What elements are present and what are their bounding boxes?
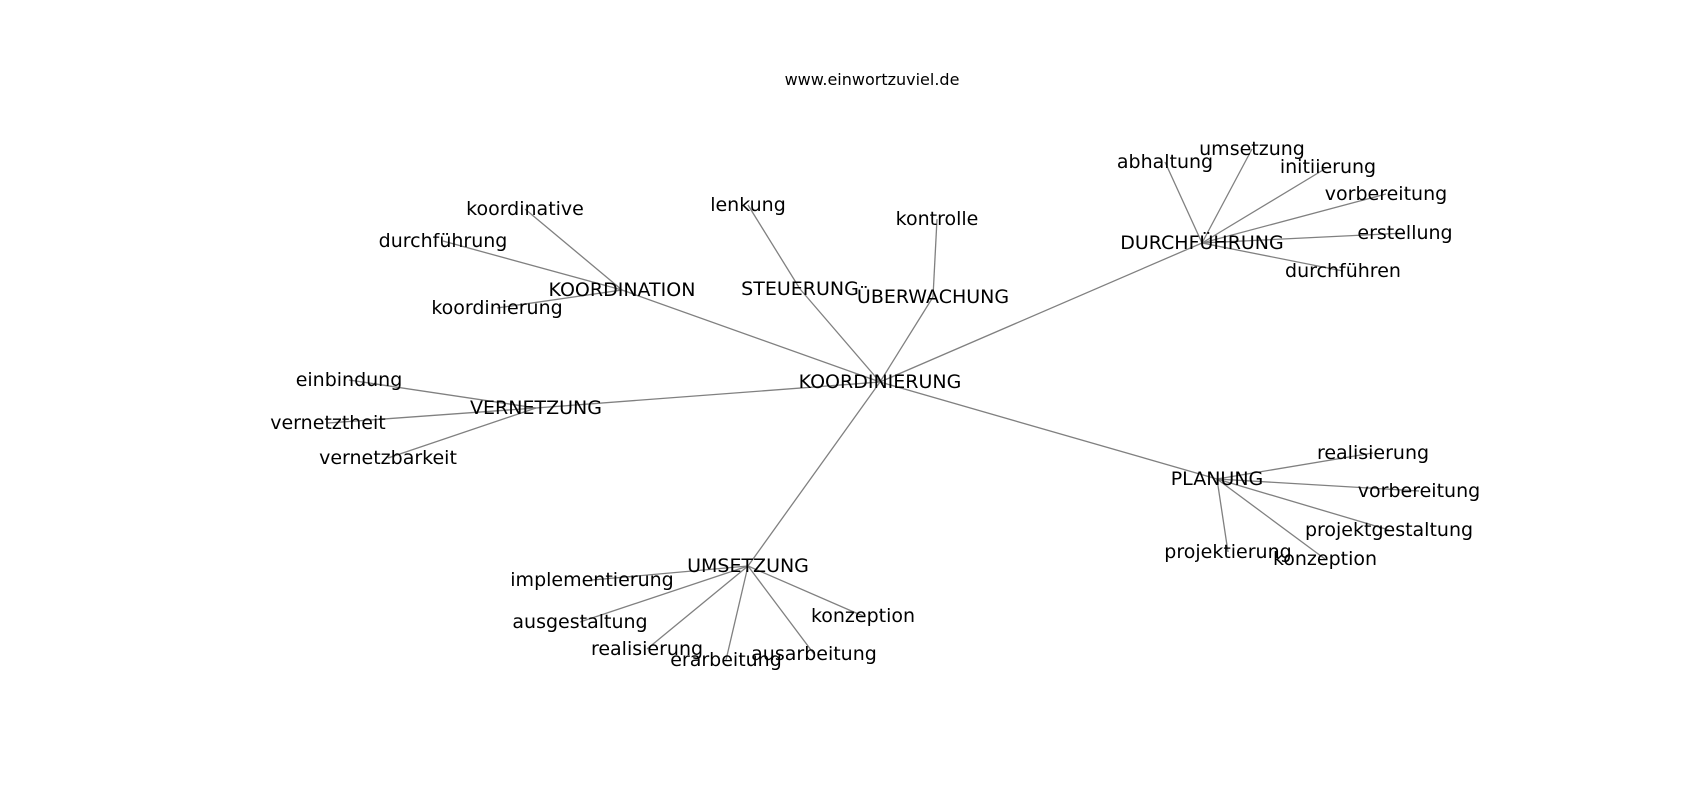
edge-koordinierung-ueberwachung [879, 296, 934, 383]
node-label-projektgestaltung: projektgestaltung [1305, 519, 1473, 541]
edge-durchfuehrung-umsetzung_leaf [1201, 148, 1253, 244]
node-label-durchfuehrung-leaf: durchführung [379, 230, 508, 252]
node-label-koordination: KOORDINATION [549, 279, 696, 301]
edge-koordination-koordinierung_leaf [496, 289, 623, 309]
node-label-einbindung: einbindung [296, 369, 403, 391]
edge-vernetzung-einbindung [348, 379, 537, 409]
node-label-durchfuehren: durchführen [1285, 260, 1401, 282]
edge-koordinierung-koordination [621, 289, 881, 383]
edge-umsetzung-erarbeitung [725, 565, 749, 661]
edge-umsetzung-implementierung [591, 565, 749, 581]
edge-durchfuehrung-abhaltung [1164, 161, 1203, 244]
node-label-vernetzung: VERNETZUNG [470, 397, 602, 419]
node-label-kontrolle: kontrolle [896, 208, 979, 230]
edge-durchfuehrung-vorbereitung_d [1201, 193, 1387, 244]
edge-ueberwachung-kontrolle [932, 218, 938, 298]
node-label-vernetzbarkeit: vernetzbarkeit [319, 447, 457, 469]
edge-koordinierung-steuerung [799, 288, 881, 383]
edge-umsetzung-ausarbeitung [747, 565, 815, 655]
edge-steuerung-lenkung [747, 204, 801, 290]
edge-koordinierung-planung [879, 381, 1218, 480]
edge-durchfuehrung-durchfuehren [1201, 242, 1344, 272]
edge-planung-konzeption_p [1216, 478, 1326, 560]
node-label-projektierung: projektierung [1164, 541, 1291, 563]
node-label-koordinierung: KOORDINIERUNG [799, 371, 962, 393]
node-label-konzeption-p: konzeption [1273, 548, 1377, 570]
edge-planung-projektgestaltung [1216, 478, 1390, 531]
edge-umsetzung-realisierung_u [646, 565, 749, 650]
edge-vernetzung-vernetztheit [327, 407, 537, 424]
edge-koordinierung-vernetzung [535, 381, 881, 409]
node-label-konzeption-u: konzeption [811, 605, 915, 627]
node-label-ueberwachung: ÜBERWACHUNG [857, 285, 1009, 308]
graph-labels: KOORDINIERUNG KOORDINATION STEUERUNGÜBERWA… [270, 138, 1480, 671]
edge-umsetzung-ausgestaltung [579, 565, 749, 623]
site-url: www.einwortzuviel.de [784, 70, 960, 89]
edge-koordination-durchfuehrung_leaf [442, 240, 623, 291]
edge-koordination-koordinative [524, 208, 623, 291]
edge-durchfuehrung-initiierung [1201, 166, 1329, 244]
node-label-erstellung: erstellung [1357, 222, 1452, 244]
node-label-erarbeitung: erarbeitung [670, 649, 782, 671]
graph-edges [327, 148, 1420, 661]
node-label-vorbereitung-p: vorbereitung [1358, 480, 1480, 502]
edge-planung-realisierung_p [1216, 452, 1374, 480]
node-label-vorbereitung-d: vorbereitung [1325, 183, 1447, 205]
edge-planung-projektierung [1216, 478, 1229, 553]
node-label-planung: PLANUNG [1171, 468, 1264, 490]
node-label-implementierung: implementierung [510, 569, 673, 591]
node-label-realisierung-u: realisierung [591, 638, 703, 660]
node-label-abhaltung: abhaltung [1117, 151, 1213, 173]
node-label-ausgestaltung: ausgestaltung [512, 611, 647, 633]
node-label-koordinative: koordinative [466, 198, 584, 220]
node-label-lenkung: lenkung [710, 194, 786, 216]
node-label-initiierung: initiierung [1280, 156, 1376, 178]
node-label-steuerung: STEUERUNG [741, 278, 859, 300]
node-label-ausarbeitung: ausarbeitung [751, 643, 877, 665]
edge-vernetzung-vernetzbarkeit [387, 407, 537, 459]
edge-koordinierung-durchfuehrung [879, 242, 1203, 383]
node-label-durchfuehrung: DURCHFÜHRUNG [1120, 231, 1284, 254]
node-label-umsetzung: UMSETZUNG [687, 555, 809, 577]
edge-durchfuehrung-erstellung [1201, 232, 1406, 244]
node-label-realisierung-p: realisierung [1317, 442, 1429, 464]
node-label-umsetzung-leaf: umsetzung [1199, 138, 1305, 160]
node-label-vernetztheit: vernetztheit [270, 412, 385, 434]
node-label-koordinierung-leaf: koordinierung [431, 297, 562, 319]
edge-umsetzung-konzeption_u [747, 565, 864, 617]
edge-koordinierung-umsetzung [747, 381, 881, 567]
edge-planung-vorbereitung_p [1216, 478, 1420, 492]
